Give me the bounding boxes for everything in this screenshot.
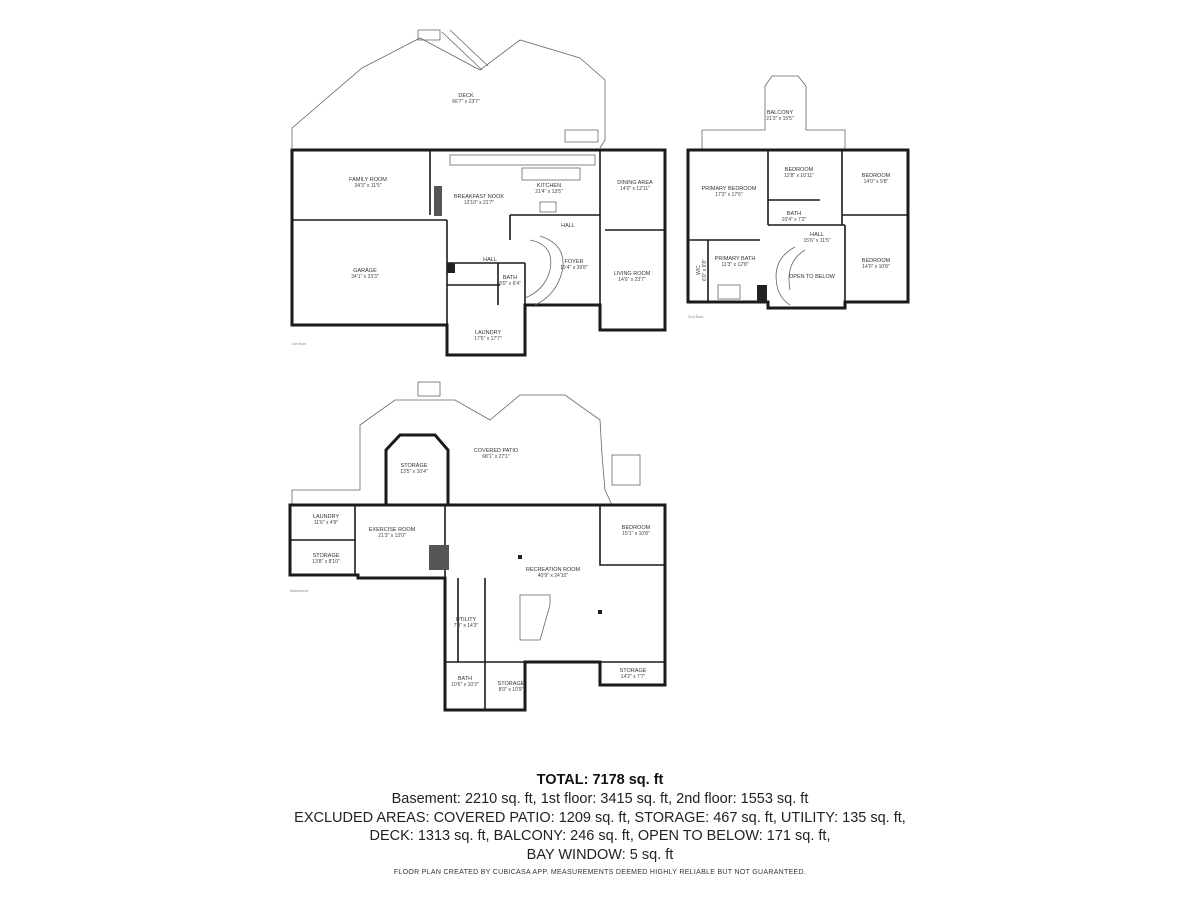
area-summary: TOTAL: 7178 sq. ft Basement: 2210 sq. ft… bbox=[0, 770, 1200, 864]
room-dims-exercise: 21'3" x 13'0" bbox=[378, 533, 406, 539]
room-dims-hall3: 15'6" x 11'5" bbox=[803, 238, 830, 244]
room-name-laundry2: LAUNDRY bbox=[313, 514, 340, 520]
room-dims-utility: 7'3" x 14'3" bbox=[454, 623, 479, 629]
room-dims-bedroomb: 15'1" x 10'8" bbox=[622, 531, 650, 537]
room-name-exercise: EXERCISE ROOM bbox=[369, 527, 416, 533]
room-dims-living: 14'0" x 23'7" bbox=[618, 277, 646, 283]
room-name-bed2: BEDROOM bbox=[785, 167, 814, 173]
room-name-laundry1: LAUNDRY bbox=[475, 330, 502, 336]
room-dims-family: 34'3" x 11'5" bbox=[354, 183, 381, 189]
room-name-breakfast: BREAKFAST NOOK bbox=[454, 194, 504, 200]
room-name-garage: GARAGE bbox=[353, 268, 377, 274]
room-dims-bed4: 14'0" x 10'8" bbox=[862, 264, 890, 270]
room-name-bedroomb: BEDROOM bbox=[622, 525, 651, 531]
room-name-hall3: HALL bbox=[810, 232, 824, 238]
floor-label-second: 2nd floor bbox=[688, 314, 704, 319]
room-name-family: FAMILY ROOM bbox=[349, 177, 387, 183]
room-dims-wic: 6'0" x 9'8" bbox=[702, 259, 708, 281]
room-name-pbath: PRIMARY BATH bbox=[715, 256, 756, 262]
disclaimer-footer: FLOOR PLAN CREATED BY CUBICASA APP. MEAS… bbox=[393, 869, 807, 876]
room-name-bathb: BATH bbox=[458, 676, 472, 682]
room-dims-bath1: 8'0" x 6'4" bbox=[499, 281, 521, 287]
excluded-areas-2: DECK: 1313 sq. ft, BALCONY: 246 sq. ft, … bbox=[369, 828, 831, 844]
room-dims-storage4: 8'0" x 10'9" bbox=[499, 687, 524, 693]
room-dims-bed2: 12'8" x 10'11" bbox=[784, 173, 814, 179]
room-name-patio: COVERED PATIO bbox=[474, 448, 519, 454]
room-name-storage1: STORAGE bbox=[401, 463, 428, 469]
second-floor-labels: BALCONY 21'3" x 15'5" PRIMARY BEDROOM 17… bbox=[688, 110, 891, 319]
room-dims-foyer: 15'4" x 39'8" bbox=[560, 265, 588, 271]
room-name-kitchen: KITCHEN bbox=[537, 183, 561, 189]
room-dims-bath2: 10'4" x 7'2" bbox=[782, 217, 807, 223]
room-name-living: LIVING ROOM bbox=[614, 271, 651, 277]
excluded-areas-3: BAY WINDOW: 5 sq. ft bbox=[526, 846, 674, 863]
room-name-rec: RECREATION ROOM bbox=[526, 567, 581, 573]
basement-labels: STORAGE 13'5" x 10'4" COVERED PATIO 68'1… bbox=[290, 448, 651, 693]
second-floor-plan bbox=[686, 75, 910, 310]
room-name-hall1: HALL bbox=[561, 223, 575, 229]
room-dims-storage1: 13'5" x 10'4" bbox=[400, 469, 428, 475]
room-name-deck: DECK bbox=[458, 93, 474, 99]
room-dims-rec: 40'9" x 24'10" bbox=[538, 573, 568, 579]
room-dims-bed3: 14'0" x 9'8" bbox=[864, 179, 889, 185]
room-dims-primary: 17'3" x 17'6" bbox=[715, 192, 743, 198]
room-name-storage4: STORAGE bbox=[498, 681, 525, 687]
room-dims-patio: 68'1" x 27'1" bbox=[482, 454, 510, 460]
room-name-storage3: STORAGE bbox=[620, 668, 647, 674]
room-name-otb: OPEN TO BELOW bbox=[789, 274, 836, 280]
room-name-bed4: BEDROOM bbox=[862, 258, 891, 264]
basement-plan bbox=[288, 381, 667, 712]
floor-label-first: 1st floor bbox=[292, 341, 307, 346]
room-dims-garage: 34'1" x 23'3" bbox=[351, 274, 379, 280]
total-area: TOTAL: 7178 sq. ft bbox=[536, 772, 664, 788]
room-dims-balcony: 21'3" x 15'5" bbox=[766, 116, 794, 122]
room-dims-laundry2: 11'6" x 4'9" bbox=[314, 520, 338, 526]
room-name-hall2: HALL bbox=[483, 257, 497, 263]
room-dims-dining: 14'0" x 12'11" bbox=[620, 186, 650, 192]
room-name-utility: UTILITY bbox=[456, 617, 477, 623]
room-dims-storage3: 14'2" x 7'7" bbox=[621, 674, 646, 680]
room-dims-pbath: 11'3" x 12'8" bbox=[721, 262, 748, 268]
room-name-foyer: FOYER bbox=[565, 259, 584, 265]
room-name-primary: PRIMARY BEDROOM bbox=[702, 186, 757, 192]
floor-areas: Basement: 2210 sq. ft, 1st floor: 3415 s… bbox=[391, 791, 809, 807]
room-dims-kitchen: 21'4" x 13'5" bbox=[535, 189, 563, 195]
first-floor-plan bbox=[290, 29, 667, 357]
room-dims-deck: 66'7" x 23'7" bbox=[452, 99, 480, 105]
room-dims-storage2: 13'8" x 8'10" bbox=[312, 559, 340, 565]
first-floor-labels: DECK 66'7" x 23'7" FAMILY ROOM 34'3" x 1… bbox=[292, 93, 653, 346]
floor-label-basement: Basement bbox=[290, 588, 309, 593]
room-name-wic: WIC bbox=[696, 265, 702, 275]
room-name-dining: DINING AREA bbox=[617, 180, 653, 186]
room-dims-bathb: 10'6" x 10'3" bbox=[451, 682, 479, 688]
room-name-balcony: BALCONY bbox=[767, 110, 794, 116]
room-name-storage2: STORAGE bbox=[313, 553, 340, 559]
room-name-bed3: BEDROOM bbox=[862, 173, 891, 179]
room-name-bath2: BATH bbox=[787, 211, 801, 217]
room-dims-laundry1: 17'6" x 17'7" bbox=[474, 336, 502, 342]
excluded-areas-1: EXCLUDED AREAS: COVERED PATIO: 1209 sq. … bbox=[294, 809, 906, 826]
room-dims-breakfast: 13'10" x 21'7" bbox=[464, 200, 494, 206]
room-name-bath1: BATH bbox=[503, 275, 517, 281]
